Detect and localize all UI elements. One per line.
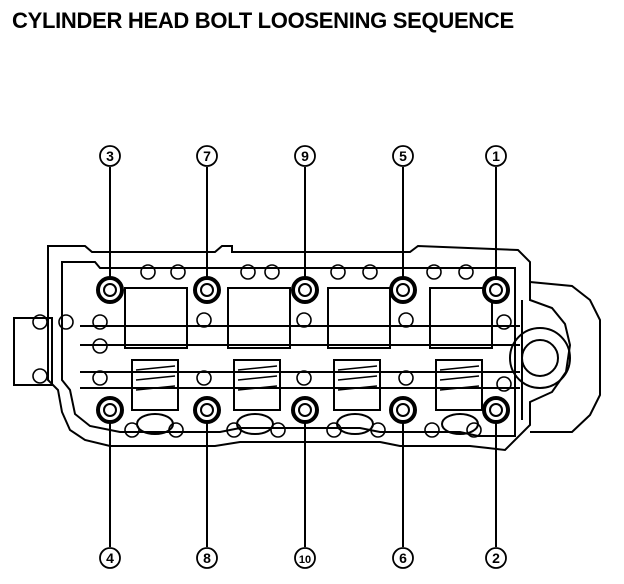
diagram-title: CYLINDER HEAD BOLT LOOSENING SEQUENCE [12, 8, 514, 33]
right-end-cover [529, 281, 601, 433]
rocker-spring [131, 359, 179, 411]
bolt-head [291, 396, 319, 424]
bolt-sequence-label: 3 [106, 148, 114, 164]
rocker-block-1 [124, 287, 188, 435]
cam-pulley [509, 327, 571, 389]
callout-circle [392, 145, 414, 167]
bolt-head [482, 396, 510, 424]
rocker-block-3 [327, 287, 391, 435]
valve-seat [236, 413, 274, 435]
callout-circle [99, 145, 121, 167]
bolt-2: 2 [482, 396, 510, 569]
callout-circle [392, 547, 414, 569]
bolt-6: 6 [389, 396, 417, 569]
bolt-head-inner [396, 283, 410, 297]
bolt-head-inner [200, 403, 214, 417]
bolt-head [193, 276, 221, 304]
bolt-4: 4 [96, 396, 124, 569]
callout-circle [485, 547, 507, 569]
rocker-body [429, 287, 493, 349]
bolt-head-inner [489, 283, 503, 297]
bolt-3: 3 [96, 145, 124, 304]
left-end-block [13, 317, 53, 386]
bolt-head-inner [103, 283, 117, 297]
bolt-sequence-label: 4 [106, 550, 114, 566]
bolt-head [291, 276, 319, 304]
bolt-head-inner [489, 403, 503, 417]
spring-coils [135, 365, 480, 391]
bolt-head-inner [298, 403, 312, 417]
rocker-body [227, 287, 291, 349]
head-outline [47, 244, 572, 452]
bolt-head [389, 276, 417, 304]
rocker-body [124, 287, 188, 349]
callout-circle [99, 547, 121, 569]
bolt-head-inner [396, 403, 410, 417]
bolt-5: 5 [389, 145, 417, 304]
callout-circle [196, 547, 218, 569]
bolt-7: 7 [193, 145, 221, 304]
bolt-head [96, 276, 124, 304]
studs [32, 264, 512, 438]
bolt-sequence-label: 5 [399, 148, 407, 164]
callout-circle [485, 145, 507, 167]
rocker-spring [233, 359, 281, 411]
bolt-head [482, 276, 510, 304]
bolt-head-inner [298, 283, 312, 297]
bolt-head [193, 396, 221, 424]
rocker-spring [333, 359, 381, 411]
cam-pulley-hub [521, 339, 559, 377]
rocker-block-2 [227, 287, 291, 435]
bolt-sequence-label: 8 [203, 550, 211, 566]
bolt-head [389, 396, 417, 424]
valve-seat [336, 413, 374, 435]
bolt-head [96, 396, 124, 424]
bolt-sequence-label: 7 [203, 148, 211, 164]
rocker-spring [435, 359, 483, 411]
bolt-sequence-label: 9 [301, 148, 309, 164]
rocker-body [327, 287, 391, 349]
callout-circle [294, 547, 316, 569]
bolt-sequence-label: 6 [399, 550, 407, 566]
bolt-sequence-label: 10 [299, 554, 311, 566]
bolt-sequence-label: 2 [492, 550, 500, 566]
bolt-10: 10 [291, 396, 319, 569]
bolt-head-inner [200, 283, 214, 297]
bolts-layer: 3 7 9 5 1 4 8 10 6 2 [96, 145, 510, 569]
bolt-sequence-label: 1 [492, 148, 500, 164]
callout-circle [294, 145, 316, 167]
bolt-8: 8 [193, 396, 221, 569]
bolt-1: 1 [482, 145, 510, 304]
bolt-9: 9 [291, 145, 319, 304]
bolt-head-inner [103, 403, 117, 417]
callout-circle [196, 145, 218, 167]
